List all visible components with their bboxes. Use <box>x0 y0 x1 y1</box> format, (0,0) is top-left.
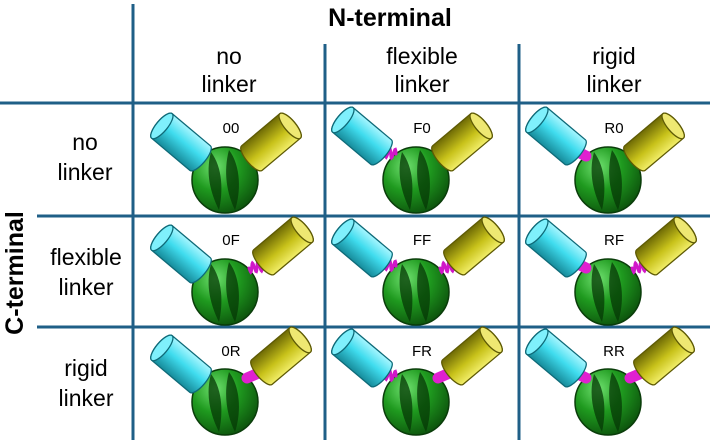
column-header-flexible-linker-line1: flexible <box>386 43 458 69</box>
core-domain <box>382 258 450 326</box>
c-terminal-domain <box>635 216 697 276</box>
molecule-0R <box>150 326 312 436</box>
n-terminal-header: N-terminal <box>328 4 452 32</box>
core-cleft <box>609 372 622 432</box>
c-terminal-domain <box>250 326 312 386</box>
column-header-rigid-linker-line2: linker <box>587 71 642 97</box>
n-terminal-domain <box>525 218 587 278</box>
core-cleft <box>591 264 605 322</box>
cell-code-F0: F0 <box>413 120 431 137</box>
c-terminal-header: C-terminal <box>1 211 29 335</box>
column-header-no-linker-line1: no <box>216 43 242 69</box>
molecule-F0 <box>331 106 493 214</box>
core-cleft <box>399 374 413 432</box>
core-cleft <box>417 150 430 210</box>
core-cleft <box>417 372 430 432</box>
molecule-FR <box>331 326 503 436</box>
cell-code-FR: FR <box>412 343 432 360</box>
core-domain <box>382 146 450 214</box>
n-terminal-domain <box>150 112 212 172</box>
row-header-rigid-linker-line1: rigid <box>64 355 107 381</box>
cell-code-00: 00 <box>223 120 240 137</box>
core-cleft <box>226 262 239 322</box>
core-domain <box>574 368 642 436</box>
grid-lines <box>0 4 710 440</box>
core-domain <box>382 368 450 436</box>
core-cleft <box>208 264 222 322</box>
core-cleft <box>609 262 622 322</box>
cell-code-R0: R0 <box>604 120 623 137</box>
n-terminal-domain <box>525 106 587 166</box>
n-terminal-domain <box>525 328 587 388</box>
core-domain <box>574 258 642 326</box>
c-terminal-domain <box>240 112 302 172</box>
row-header-flexible-linker-line2: linker <box>59 274 114 300</box>
c-terminal-domain <box>623 112 685 172</box>
core-domain <box>191 258 259 326</box>
molecule-RF <box>525 216 697 326</box>
row-header-no-linker-line1: no <box>72 129 98 155</box>
c-terminal-domain <box>633 326 695 386</box>
core-cleft <box>208 152 222 210</box>
cell-code-FF: FF <box>413 232 431 249</box>
molecule-RR <box>525 326 695 436</box>
row-header-flexible-linker-line1: flexible <box>50 244 122 270</box>
molecule-0F <box>150 216 314 326</box>
cell-code-0R: 0R <box>221 343 240 360</box>
column-header-rigid-linker-line1: rigid <box>592 43 635 69</box>
core-domain <box>191 368 259 436</box>
core-cleft <box>591 152 605 210</box>
n-terminal-domain <box>331 218 393 278</box>
n-terminal-domain <box>150 334 212 394</box>
row-header-rigid-linker-line2: linker <box>59 385 114 411</box>
column-header-no-linker-line2: linker <box>202 71 257 97</box>
molecule-00 <box>150 112 302 214</box>
core-cleft <box>417 262 430 322</box>
c-terminal-domain <box>252 216 314 276</box>
core-cleft <box>208 374 222 432</box>
c-terminal-domain <box>443 216 505 276</box>
cell-code-RR: RR <box>603 343 625 360</box>
row-header-no-linker-line2: linker <box>58 159 113 185</box>
core-domain <box>574 146 642 214</box>
core-cleft <box>609 150 622 210</box>
core-cleft <box>399 152 413 210</box>
core-cleft <box>591 374 605 432</box>
core-domain <box>191 146 259 214</box>
molecule-FF <box>331 216 505 326</box>
c-terminal-domain <box>431 112 493 172</box>
n-terminal-domain <box>331 328 393 388</box>
c-terminal-domain <box>441 326 503 386</box>
molecule-illustrations <box>150 106 697 436</box>
core-cleft <box>226 372 239 432</box>
core-cleft <box>399 264 413 322</box>
molecule-R0 <box>525 106 685 214</box>
n-terminal-domain <box>150 224 212 284</box>
cell-code-0F: 0F <box>222 232 240 249</box>
core-cleft <box>226 150 239 210</box>
column-header-flexible-linker-line2: linker <box>395 71 450 97</box>
n-terminal-domain <box>331 106 393 166</box>
cell-code-RF: RF <box>604 232 624 249</box>
